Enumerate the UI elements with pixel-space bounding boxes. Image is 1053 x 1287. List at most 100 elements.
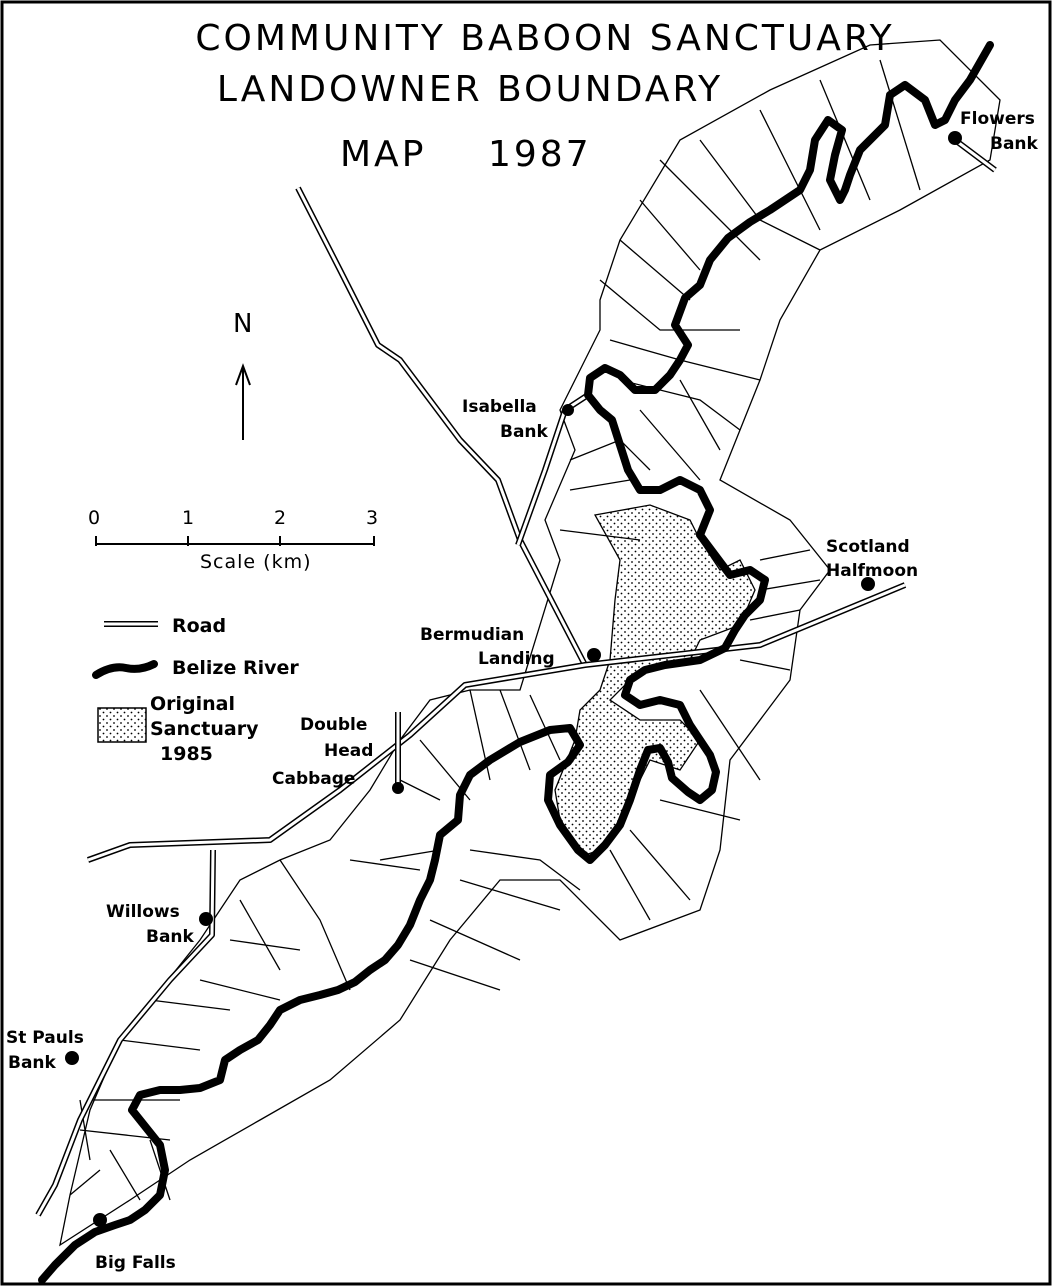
road-isabella-branch-inner — [516, 393, 589, 546]
parcel-line — [569, 479, 631, 491]
double-head-cabbage-label-2: Head — [324, 741, 373, 761]
parcel-line — [609, 849, 651, 921]
scale-bar: 0 1 2 3 Scale (km) — [88, 507, 379, 573]
double-head-cabbage-dot — [392, 782, 404, 794]
north-label: N — [233, 309, 252, 339]
willows-bank-label-1: Willows — [106, 902, 180, 922]
parcel-line — [499, 689, 531, 771]
parcel-line — [679, 379, 721, 451]
parcel-line — [379, 849, 441, 861]
scale-caption: Scale (km) — [200, 551, 312, 573]
parcel-line — [409, 959, 501, 991]
isabella-bank-label-2: Bank — [500, 422, 549, 442]
st-pauls-bank-label-1: St Pauls — [6, 1028, 84, 1048]
scale-tick-label-3: 3 — [366, 507, 379, 529]
landowner-parcels — [59, 39, 1001, 1247]
parcel-line — [699, 689, 761, 781]
legend-road: Road — [104, 615, 226, 637]
parcel-line — [759, 579, 821, 591]
parcel-line — [639, 409, 701, 481]
big-falls-label: Big Falls — [95, 1253, 176, 1273]
st-pauls-bank-label-2: Bank — [8, 1053, 57, 1073]
legend-sanctuary: Original Sanctuary 1985 — [97, 693, 259, 765]
scotland-halfmoon-label-2: Halfmoon — [826, 561, 918, 581]
title-line-1: COMMUNITY BABOON SANCTUARY — [195, 18, 894, 59]
double-head-cabbage-label-3: Cabbage — [272, 769, 355, 789]
sanctuary-outer-boundary — [59, 39, 1001, 1247]
isabella-bank-label-1: Isabella — [462, 397, 537, 417]
parcel-line — [399, 779, 441, 801]
scotland-halfmoon-dot — [861, 577, 875, 591]
road-flowers-bank-inner — [954, 138, 996, 172]
scale-tick-label-2: 2 — [274, 507, 287, 529]
st-pauls-bank-dot — [65, 1051, 79, 1065]
bermudian-landing-label-2: Landing — [478, 649, 555, 669]
parcel-line — [429, 919, 521, 961]
road-western-inner — [36, 849, 215, 1216]
parcel-line — [529, 694, 561, 761]
road-bermudian-landing-inner — [87, 583, 906, 862]
parcel-line — [149, 1139, 171, 1201]
parcel-line — [759, 109, 821, 231]
settlement-markers — [65, 131, 962, 1227]
legend-sanctuary-line-1: Original — [150, 693, 235, 715]
parcel-line — [659, 799, 741, 821]
parcel-line — [69, 1169, 101, 1196]
map-legend: Road Belize River Original Sanctuary 198… — [92, 615, 299, 765]
bermudian-landing-label-1: Bermudian — [420, 625, 524, 645]
title-line-3-map: MAP — [340, 134, 426, 175]
parcel-line — [469, 849, 581, 891]
title-line-3-year: 1987 — [488, 134, 592, 175]
parcel-line — [819, 79, 871, 201]
parcel-line — [229, 939, 301, 951]
legend-road-label: Road — [172, 615, 226, 637]
legend-river-symbol — [92, 660, 158, 679]
belize-river — [38, 41, 994, 1284]
title-line-2: LANDOWNER BOUNDARY — [217, 69, 723, 110]
legend-sanctuary-line-2: Sanctuary — [150, 718, 259, 740]
flowers-bank-dot — [948, 131, 962, 145]
original-sanctuary-area — [554, 504, 756, 856]
big-falls-dot — [93, 1213, 107, 1227]
isabella-bank-dot — [562, 404, 574, 416]
parcel-line — [639, 199, 701, 271]
legend-sanctuary-swatch — [97, 707, 147, 743]
double-head-cabbage-label-1: Double — [300, 715, 367, 735]
scotland-halfmoon-label-1: Scotland — [826, 537, 910, 557]
legend-sanctuary-line-3: 1985 — [160, 743, 213, 765]
parcel-line — [619, 239, 691, 301]
parcel-line — [349, 859, 421, 871]
parcel-line — [239, 899, 281, 971]
place-labels: Flowers Bank Isabella Bank Scotland Half… — [6, 109, 1039, 1273]
willows-bank-label-2: Bank — [146, 927, 195, 947]
parcel-line — [199, 979, 281, 1001]
scale-tick-label-0: 0 — [88, 507, 101, 529]
north-arrow: N — [233, 309, 252, 440]
parcel-line — [659, 159, 761, 261]
map-title: COMMUNITY BABOON SANCTUARY LANDOWNER BOU… — [195, 18, 894, 175]
road-isabella-branch — [515, 392, 590, 547]
legend-river-label: Belize River — [172, 657, 299, 679]
willows-bank-dot — [199, 912, 213, 926]
parcel-line — [459, 879, 561, 911]
parcel-line — [739, 659, 791, 671]
parcel-line — [119, 1039, 201, 1051]
parcel-line — [149, 999, 231, 1011]
parcel-line — [569, 439, 651, 471]
flowers-bank-label-2: Bank — [990, 134, 1039, 154]
parcel-line — [759, 549, 811, 561]
roads — [35, 137, 997, 1217]
legend-river: Belize River — [92, 657, 299, 679]
flowers-bank-label-1: Flowers — [960, 109, 1035, 129]
parcel-line — [599, 279, 740, 331]
parcel-line — [279, 859, 351, 991]
parcel-line — [629, 829, 691, 901]
north-arrow-head — [235, 363, 251, 386]
bermudian-landing-dot — [587, 648, 601, 662]
parcel-line — [879, 59, 921, 191]
scale-tick-label-1: 1 — [182, 507, 195, 529]
parcel-line — [109, 1149, 141, 1201]
road-northern-highway-inner — [296, 187, 587, 666]
